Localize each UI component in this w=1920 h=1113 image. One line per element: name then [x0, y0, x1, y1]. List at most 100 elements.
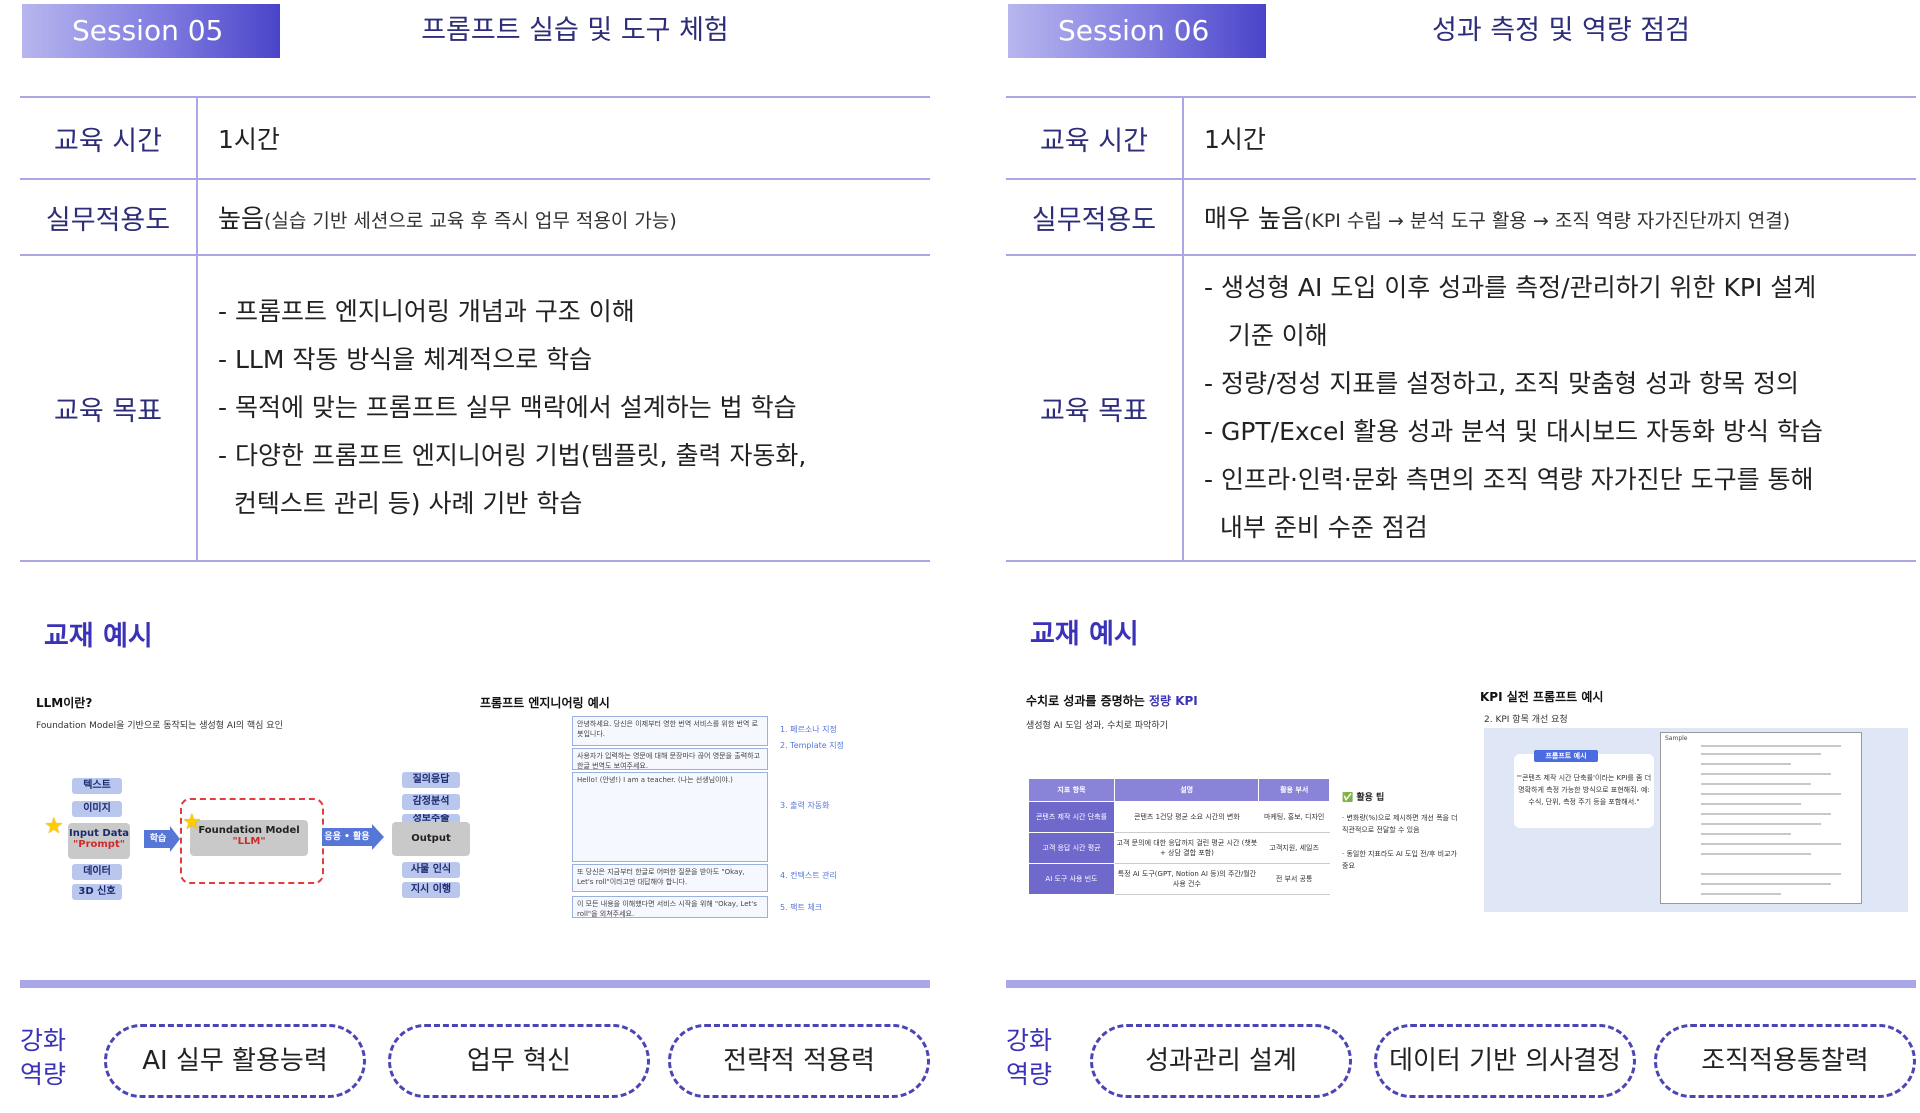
doc-line: [1701, 745, 1841, 747]
goal-item: - LLM 작동 방식을 체계적으로 학습: [218, 345, 593, 374]
doc-line: [1701, 773, 1831, 775]
slide-subtitle: 생성형 AI 도입 성과, 수치로 파악하기: [1026, 721, 1168, 731]
prompt-bubble-tag: 프롬프트 예시: [1534, 750, 1598, 762]
session-05-column: Session 05 프롬프트 실습 및 도구 체험 교육 시간 1시간 실무적…: [20, 0, 950, 1113]
kpi-header: 활용 부서: [1258, 778, 1330, 802]
apply-arrow: 응용 • 활용: [322, 828, 372, 846]
competency-label-line: 강화: [1006, 1026, 1053, 1055]
kpi-row: AI 도구 사용 빈도 특정 AI 도구(GPT, Notion AI 등)의 …: [1028, 863, 1330, 895]
prompt-block: 또 당신은 지금부터 한글로 어떠한 질문을 받아도 "Okay, Let's …: [572, 864, 768, 892]
goal-label: 교육 목표: [20, 254, 198, 562]
goal-row: 교육 목표 - 프롬프트 엔지니어링 개념과 구조 이해 - LLM 작동 방식…: [20, 254, 930, 562]
technique-label: 2. Template 지정: [780, 741, 844, 750]
doc-line: [1701, 893, 1781, 895]
competency-pill: 업무 혁신: [388, 1024, 650, 1098]
arrow-right-icon: [170, 826, 180, 852]
apply-row: 실무적용도 높음(실습 기반 세션으로 교육 후 즉시 업무 적용이 가능): [20, 178, 930, 256]
apply-sub: (실습 기반 세션으로 교육 후 즉시 업무 적용이 가능): [264, 210, 677, 232]
kpi-cell: 고객지원, 세일즈: [1258, 832, 1330, 864]
competency-pill: 데이터 기반 의사결정: [1374, 1024, 1636, 1098]
prompt-panel: "'콘텐츠 제작 시간 단축률'이라는 KPI를 좀 더 명확하게 측정 가능한…: [1484, 728, 1908, 912]
output-pill: 질의응답: [402, 772, 460, 788]
tip-title: ✅ 활용 팁: [1342, 793, 1385, 803]
material-llm-slide: LLM이란? Foundation Model을 기반으로 동작되는 생성형 A…: [30, 680, 470, 930]
star-icon: ★: [182, 810, 202, 835]
technique-label: 3. 출력 자동화: [780, 801, 830, 810]
learn-arrow: 학습: [144, 830, 172, 848]
technique-label: 5. 팩트 체크: [780, 903, 823, 912]
competency-label-line: 역량: [1006, 1060, 1053, 1089]
goal-item: - 다양한 프롬프트 엔지니어링 기법(템플릿, 출력 자동화,: [218, 441, 807, 470]
kpi-table: 지표 항목 설명 활용 부서 콘텐츠 제작 시간 단축률 콘텐츠 1건당 평균 …: [1028, 778, 1330, 895]
output-pill: 감정분석: [402, 794, 460, 810]
material-heading: 교재 예시: [44, 621, 153, 652]
material-kpi-prompt-slide: KPI 실전 프롬프트 예시 2. KPI 항목 개선 요청 "'콘텐츠 제작 …: [1480, 680, 1916, 930]
slide-subtitle: Foundation Model을 기반으로 동작되는 생성형 AI의 핵심 요…: [36, 721, 283, 731]
slide-title: KPI 실전 프롬프트 예시: [1480, 690, 1604, 704]
prompt-block: 사용자가 입력하는 영문에 대해 문장마다 끊어 영문을 출력하고 한글 번역도…: [572, 748, 768, 770]
prompt-bubble: "'콘텐츠 제작 시간 단축률'이라는 KPI를 좀 더 명확하게 측정 가능한…: [1514, 754, 1654, 828]
arrow-right-icon: [372, 824, 384, 850]
technique-label: 1. 페르소나 지정: [780, 725, 837, 734]
foundation-model-box: Foundation Model "LLM": [190, 820, 308, 856]
output-pill: 사물 인식: [402, 862, 460, 878]
material-kpi-slide: 수치로 성과를 증명하는 정량 KPI 생성형 AI 도입 성과, 수치로 파악…: [1026, 680, 1466, 930]
doc-line: [1701, 873, 1841, 875]
sample-document: Sample: [1660, 732, 1862, 904]
tip-text: · 동일한 지표라도 AI 도입 전/후 비교가 중요: [1342, 850, 1457, 870]
time-label: 교육 시간: [20, 96, 198, 180]
slide-title: LLM이란?: [36, 696, 93, 710]
input-box-label: Input Data: [69, 828, 129, 839]
doc-line: [1701, 783, 1811, 785]
kpi-cell: 콘텐츠 제작 시간 단축률: [1028, 801, 1115, 833]
goal-item: - 생성형 AI 도입 이후 성과를 측정/관리하기 위한 KPI 설계: [1204, 273, 1817, 302]
session-header: Session 05 프롬프트 실습 및 도구 체험: [20, 0, 950, 90]
sample-tag: Sample: [1665, 735, 1688, 742]
goal-item: 컨텍스트 관리 등) 사례 기반 학습: [218, 489, 583, 518]
input-pill: 이미지: [72, 801, 122, 817]
model-box-label: Foundation Model: [198, 825, 300, 836]
apply-sub: (KPI 수립 → 분석 도구 활용 → 조직 역량 자가진단까지 연결): [1303, 210, 1791, 232]
section-divider: [1006, 980, 1916, 988]
time-row: 교육 시간 1시간: [20, 96, 930, 180]
material-prompt-slide: 프롬프트 엔지니어링 예시 안녕하세요. 당신은 이제부터 영한 번역 서비스를…: [480, 680, 920, 930]
competency-label: 강화 역량: [1006, 1024, 1052, 1092]
apply-row: 실무적용도 매우 높음(KPI 수립 → 분석 도구 활용 → 조직 역량 자가…: [1006, 178, 1916, 256]
kpi-cell: 고객 문의에 대한 응답까지 걸린 평균 시간 (챗봇 + 상담 결합 포함): [1114, 832, 1259, 864]
output-pill: 지시 이행: [402, 882, 460, 898]
slide-subtitle: 2. KPI 항목 개선 요청: [1484, 715, 1568, 725]
goal-list: - 생성형 AI 도입 이후 성과를 측정/관리하기 위한 KPI 설계 기준 …: [1204, 264, 1915, 552]
material-heading: 교재 예시: [1030, 619, 1139, 650]
goal-item: - 목적에 맞는 프롬프트 실무 맥락에서 설계하는 법 학습: [218, 393, 797, 422]
kpi-cell: 마케팅, 홍보, 디자인: [1258, 801, 1330, 833]
apply-label: 실무적용도: [20, 178, 198, 256]
slide-title-part: 수치로 성과를 증명하는: [1026, 694, 1149, 708]
goal-row: 교육 목표 - 생성형 AI 도입 이후 성과를 측정/관리하기 위한 KPI …: [1006, 254, 1916, 562]
time-value: 1시간: [1183, 96, 1916, 180]
session-info-table: 교육 시간 1시간 실무적용도 높음(실습 기반 세션으로 교육 후 즉시 업무…: [20, 96, 930, 562]
technique-label: 4. 컨텍스트 관리: [780, 871, 837, 880]
doc-line: [1701, 803, 1801, 805]
session-06-column: Session 06 성과 측정 및 역량 점검 교육 시간 1시간 실무적용도…: [1006, 0, 1920, 1113]
input-pill: 데이터: [72, 864, 122, 880]
session-title: 프롬프트 실습 및 도구 체험: [421, 15, 729, 46]
session-badge: Session 05: [22, 4, 280, 58]
competency-pill: 전략적 적용력: [668, 1024, 930, 1098]
star-icon: ★: [44, 814, 64, 839]
tip-text: · 변화량(%)으로 제시하면 개선 폭을 더 직관적으로 전달할 수 있음: [1342, 814, 1458, 834]
input-box-sub: "Prompt": [73, 839, 125, 850]
competency-label-line: 강화: [20, 1026, 67, 1055]
kpi-cell: 콘텐츠 1건당 평균 소요 시간의 변화: [1114, 801, 1259, 833]
kpi-row: 콘텐츠 제작 시간 단축률 콘텐츠 1건당 평균 소요 시간의 변화 마케팅, …: [1028, 801, 1330, 833]
prompt-block: Hello! (안녕!) I am a teacher. (나는 선생님이야.): [572, 772, 768, 862]
apply-main: 매우 높음: [1204, 204, 1304, 233]
doc-line: [1701, 883, 1831, 885]
time-label: 교육 시간: [1006, 96, 1184, 180]
doc-line: [1701, 753, 1821, 755]
output-box: Output: [392, 822, 470, 856]
prompt-block: 안녕하세요. 당신은 이제부터 영한 번역 서비스를 위한 번역 로봇입니다.: [572, 716, 768, 746]
kpi-header-row: 지표 항목 설명 활용 부서: [1028, 778, 1330, 802]
apply-label: 실무적용도: [1006, 178, 1184, 256]
kpi-header: 설명: [1113, 778, 1260, 802]
doc-line: [1701, 763, 1791, 765]
